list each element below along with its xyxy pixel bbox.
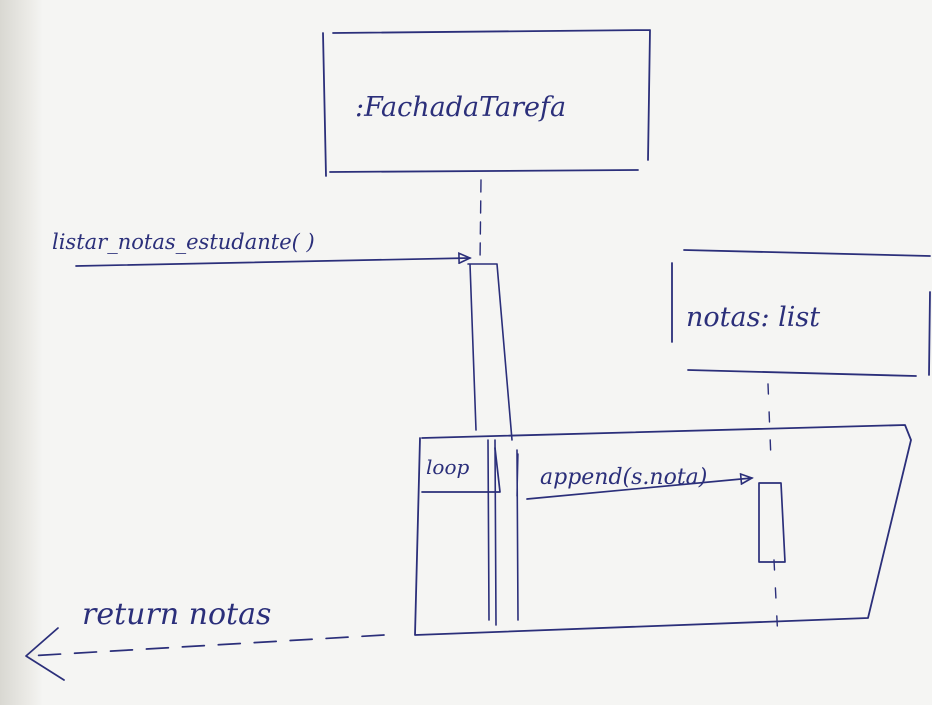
fachada-lifeline — [479, 179, 482, 263]
notas-lifeline — [767, 383, 779, 641]
loop-operator-box — [421, 447, 501, 493]
loop-guard-tick — [516, 453, 519, 497]
lifeline-fachada: :FachadaTarefa — [322, 29, 651, 626]
notas-box — [671, 249, 931, 377]
append-arrow — [526, 478, 752, 500]
append-label: append(s.nota) — [540, 465, 707, 490]
paper-edge — [0, 0, 42, 705]
fachada-box — [322, 29, 651, 177]
loop-fragment: loop — [414, 424, 912, 636]
lifeline-notas: notas: list — [671, 249, 931, 641]
loop-frame — [414, 424, 912, 636]
fachada-label: :FachadaTarefa — [355, 92, 566, 123]
return-arrowhead — [25, 627, 65, 681]
call-message: listar_notas_estudante( ) — [52, 230, 470, 267]
call-arrow — [75, 258, 470, 267]
append-message: append(s.nota) — [526, 465, 752, 500]
return-arrow — [27, 634, 385, 657]
notas-activation — [758, 482, 786, 563]
call-label: listar_notas_estudante( ) — [52, 230, 315, 254]
return-label: return notas — [82, 597, 271, 632]
fachada-activation — [467, 263, 519, 626]
loop-operator-label: loop — [426, 455, 469, 479]
notas-label: notas: list — [686, 302, 820, 333]
return-message: return notas — [25, 597, 385, 681]
